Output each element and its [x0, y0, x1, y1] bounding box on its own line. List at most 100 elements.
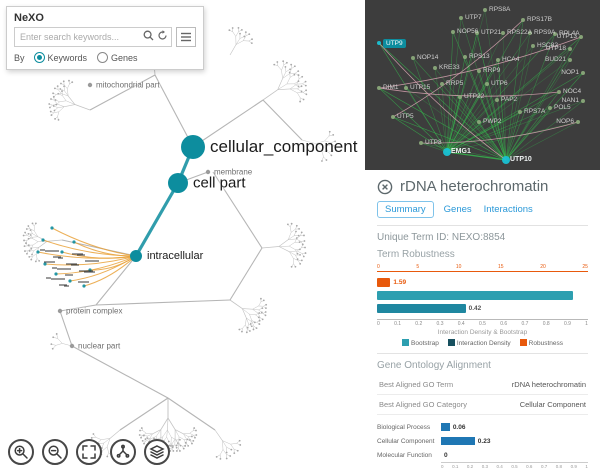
go-category-label: Cellular Component — [377, 437, 435, 445]
zoom-in-button[interactable] — [8, 439, 34, 465]
gene-node[interactable] — [459, 16, 463, 20]
go-category-label: Molecular Function — [377, 451, 432, 459]
view-toolbar — [8, 439, 170, 465]
gene-node[interactable] — [463, 55, 467, 59]
go-score-value: 0 — [444, 451, 448, 459]
bar-robustness — [377, 278, 391, 287]
by-label: By — [14, 52, 25, 63]
search-icon[interactable] — [143, 30, 154, 41]
go-category-label: Biological Process — [377, 423, 431, 431]
row-value: Cellular Component — [519, 400, 586, 409]
tab-interactions[interactable]: Interactions — [483, 204, 533, 215]
legend-swatch — [402, 339, 409, 346]
gene-node[interactable] — [568, 58, 572, 62]
unique-term-value: NEXO:8854 — [451, 232, 506, 243]
gene-node[interactable] — [496, 58, 500, 62]
gene-node[interactable] — [451, 30, 455, 34]
gene-node[interactable] — [391, 115, 395, 119]
gene-node[interactable] — [458, 95, 462, 99]
search-input[interactable] — [14, 27, 172, 47]
tree-node[interactable] — [87, 82, 93, 88]
tree-node[interactable] — [69, 343, 75, 349]
close-icon[interactable] — [377, 179, 393, 195]
tree-node[interactable] — [57, 308, 63, 314]
robustness-axis-label: Interaction Density & Bootstrap — [437, 329, 528, 336]
gene-node[interactable] — [411, 56, 415, 60]
gene-node[interactable] — [377, 41, 381, 45]
gene-node[interactable] — [548, 106, 552, 110]
gene-node[interactable] — [518, 110, 522, 114]
gene-node[interactable] — [581, 71, 585, 75]
go-score-bar — [441, 437, 475, 445]
gene-node[interactable] — [581, 99, 585, 103]
tab-summary[interactable]: Summary — [377, 201, 434, 218]
tree-node[interactable] — [130, 250, 142, 262]
network-graphic — [377, 8, 585, 164]
gene-node[interactable] — [404, 86, 408, 90]
gene-node[interactable] — [576, 120, 580, 124]
gene-node[interactable] — [477, 120, 481, 124]
gene-node[interactable] — [521, 18, 525, 22]
reset-icon[interactable] — [157, 30, 168, 41]
gene-node[interactable] — [477, 69, 481, 73]
legend-label: Interaction Density — [456, 340, 511, 347]
zoom-out-button[interactable] — [42, 439, 68, 465]
gene-node[interactable] — [443, 148, 451, 156]
tab-genes[interactable]: Genes — [443, 204, 472, 215]
divider — [377, 353, 588, 354]
gene-node[interactable] — [528, 31, 532, 35]
gene-node[interactable] — [501, 31, 505, 35]
tree-graphic — [22, 20, 337, 460]
layout-button[interactable] — [110, 439, 136, 465]
gene-node[interactable] — [440, 82, 444, 86]
gene-node[interactable] — [502, 156, 510, 164]
bar-value: 1.59 — [393, 279, 407, 286]
bar-interaction-density — [377, 304, 466, 313]
gene-node[interactable] — [433, 66, 437, 70]
bar-bootstrap — [377, 291, 574, 300]
legend-swatch — [519, 339, 527, 346]
gene-node[interactable] — [495, 98, 499, 102]
detail-tabs: Summary Genes Interactions — [377, 195, 588, 226]
layers-button[interactable] — [144, 439, 170, 465]
search-panel: NeXO — [6, 6, 204, 70]
gene-node[interactable] — [419, 141, 423, 145]
term-title: rDNA heterochromatin — [400, 178, 549, 195]
app-title: NeXO — [14, 12, 44, 24]
tree-node[interactable] — [205, 169, 211, 175]
gene-node[interactable] — [579, 35, 583, 39]
tree-node[interactable] — [181, 135, 205, 159]
menu-icon[interactable] — [176, 27, 196, 47]
tree-node[interactable] — [168, 173, 188, 193]
go-score-value: 0.23 — [477, 437, 491, 445]
gene-node[interactable] — [553, 32, 557, 36]
gene-node[interactable] — [483, 8, 487, 12]
radio-dot[interactable] — [97, 52, 109, 63]
robustness-heading: Term Robustness — [377, 249, 455, 260]
radio-dot[interactable] — [33, 52, 45, 63]
row-label: Best Aligned GO Term — [379, 380, 454, 389]
gene-node[interactable] — [377, 86, 381, 90]
gene-node[interactable] — [531, 44, 535, 48]
go-alignment-heading: Gene Ontology Alignment — [377, 360, 491, 371]
fit-view-button[interactable] — [76, 439, 102, 465]
gene-node[interactable] — [485, 82, 489, 86]
radio-keywords[interactable]: Keywords — [33, 52, 87, 63]
gene-node[interactable] — [475, 31, 479, 35]
gene-node[interactable] — [568, 47, 572, 51]
radio-genes[interactable]: Genes — [97, 52, 138, 63]
radio-label: Genes — [111, 52, 138, 63]
gene-node[interactable] — [557, 90, 561, 94]
row-label: Best Aligned GO Category — [379, 400, 467, 409]
legend-label: Bootstrap — [411, 340, 439, 347]
search-mode-group: By Keywords Genes — [14, 52, 196, 63]
go-score-bar — [441, 423, 450, 431]
